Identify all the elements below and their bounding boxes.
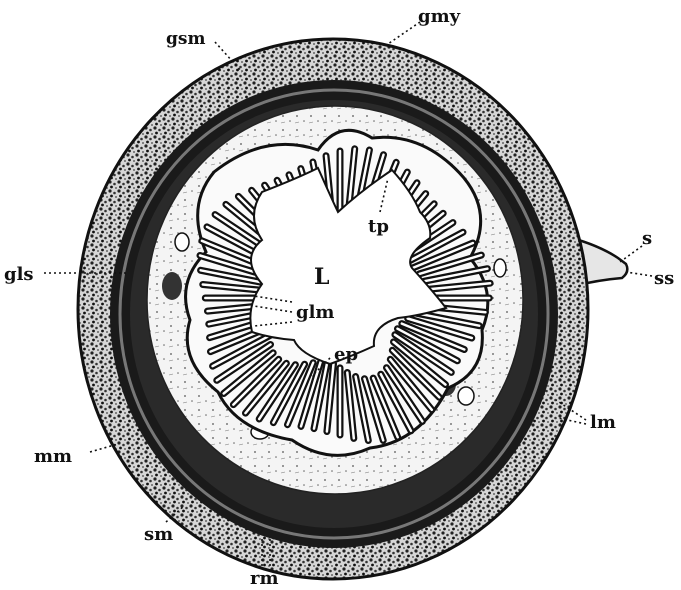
gland-vessel: [175, 233, 189, 251]
lead-gmy: [388, 22, 420, 44]
label-mm: mm: [34, 446, 72, 467]
label-ep: ep: [334, 344, 358, 365]
label-glm: glm: [296, 302, 334, 323]
label-rm: rm: [250, 568, 279, 589]
label-tp: tp: [368, 216, 389, 237]
gland-cluster: [162, 272, 182, 300]
label-s: s: [642, 228, 652, 249]
label-ss: ss: [654, 268, 674, 289]
lead-ss: [626, 272, 652, 276]
label-gsm: gsm: [166, 29, 205, 49]
gland-vessel: [458, 387, 474, 405]
lead-s: [620, 246, 642, 262]
label-gmy: gmy: [418, 6, 461, 27]
label-lumen: L: [314, 264, 329, 290]
label-sm: sm: [144, 524, 173, 545]
label-lm: lm: [590, 412, 616, 433]
gland-vessel: [494, 259, 506, 277]
label-gls: gls: [4, 264, 34, 285]
